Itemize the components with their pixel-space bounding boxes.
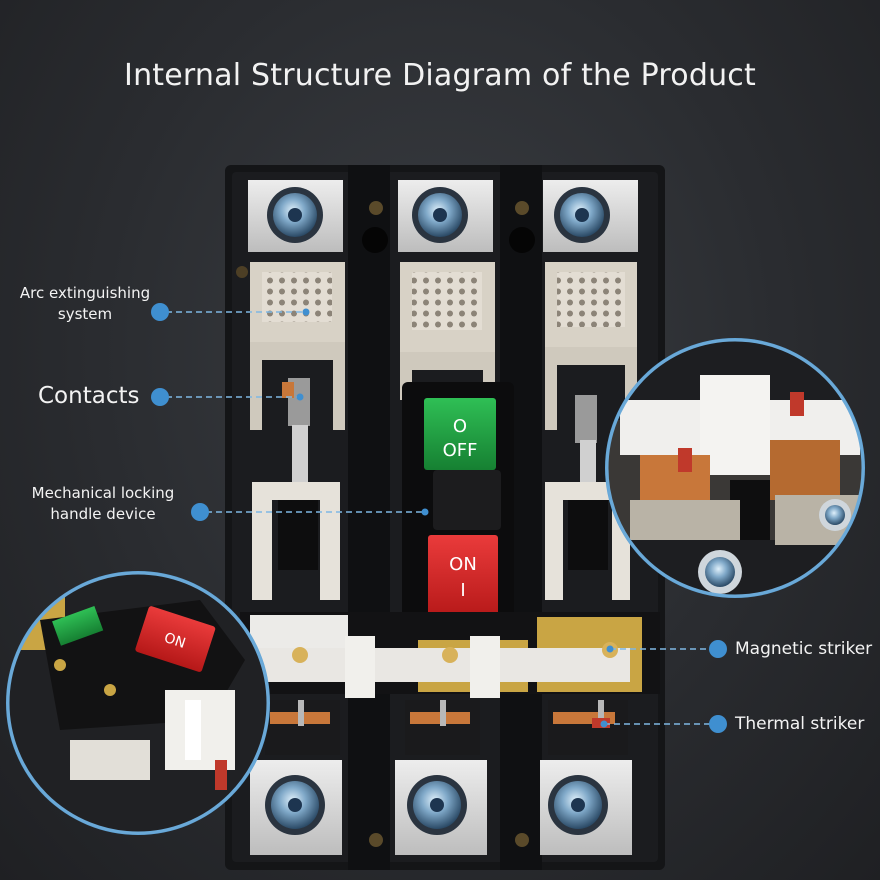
top-terminals xyxy=(248,180,638,252)
callout-mech-line1: Mechanical locking xyxy=(31,484,175,502)
on-label: ON xyxy=(449,554,477,575)
bottom-terminal-3 xyxy=(540,760,632,855)
left-detail-inset: ON xyxy=(6,571,270,835)
callout-arc-extinguishing: Arc extinguishing system xyxy=(14,283,156,325)
bottom-terminals xyxy=(250,760,632,855)
on-button: ON I xyxy=(428,535,498,619)
bottom-terminal-1 xyxy=(250,760,342,855)
screw-icon xyxy=(705,557,735,587)
top-terminal-1 xyxy=(248,180,343,252)
trip-bar xyxy=(240,612,660,698)
callout-dot-thermal xyxy=(709,715,727,733)
callout-mech-line2: handle device xyxy=(50,505,156,523)
inset-on-label: ON xyxy=(162,630,187,652)
callout-dot-handle xyxy=(191,503,209,521)
right-detail-inset xyxy=(605,338,865,598)
callout-mechanical-handle: Mechanical locking handle device xyxy=(14,483,192,525)
bottom-terminal-2 xyxy=(395,760,487,855)
callout-thermal-striker: Thermal striker xyxy=(735,714,865,734)
arc-extinguishing-chutes xyxy=(250,262,637,430)
callout-leaders xyxy=(151,303,727,733)
callout-arc-line1: Arc extinguishing xyxy=(19,284,151,302)
screw-icon xyxy=(825,505,845,525)
top-terminal-3 xyxy=(543,180,638,252)
thermal-strikers xyxy=(265,700,628,755)
callout-magnetic-striker: Magnetic striker xyxy=(735,639,873,659)
callout-contacts: Contacts xyxy=(38,383,140,409)
off-button: O OFF xyxy=(424,398,496,470)
top-terminal-2 xyxy=(398,180,493,252)
off-label: OFF xyxy=(443,440,478,461)
on-symbol: I xyxy=(460,580,465,601)
off-symbol: O xyxy=(453,416,467,437)
handle-device: O OFF ON I xyxy=(402,382,514,626)
callout-dot-arc xyxy=(151,303,169,321)
callout-dot-magnetic xyxy=(709,640,727,658)
callout-dot-contacts xyxy=(151,388,169,406)
diagram-title: Internal Structure Diagram of the Produc… xyxy=(124,58,756,93)
callout-arc-line2: system xyxy=(57,305,113,323)
